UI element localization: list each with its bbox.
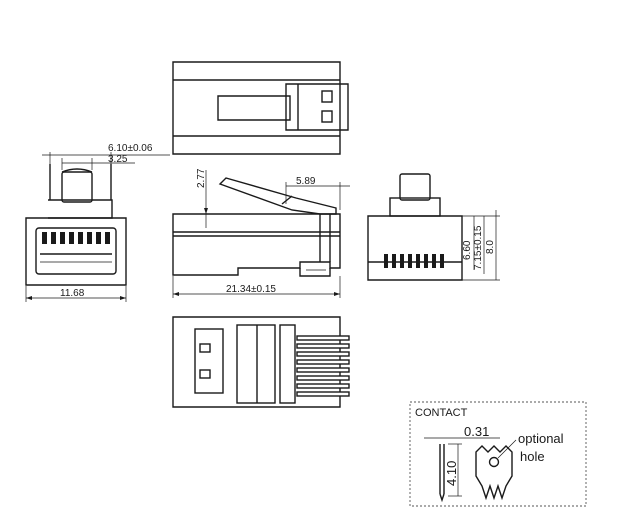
contact-thickness: 0.31 — [464, 424, 489, 439]
contact-height: 4.10 — [444, 461, 459, 486]
dim-total-length: 21.34±0.15 — [226, 284, 276, 295]
dim-latch-height: 2.77 — [196, 168, 207, 188]
bottom-contact-blades — [296, 335, 350, 397]
dim-slot-width: 3.25 — [108, 154, 128, 165]
dim-front-width: 11.68 — [60, 288, 85, 299]
dim-height-a: 6.60 — [462, 240, 473, 260]
dim-top-width: 6.10±0.06 — [108, 143, 153, 154]
end-contact-blades — [384, 254, 444, 268]
dim-latch-length: 5.89 — [296, 176, 316, 187]
contact-note-line2: hole — [520, 449, 545, 464]
contact-title: CONTACT — [415, 407, 468, 419]
contact-note-line1: optional — [518, 431, 564, 446]
contact-detail: CONTACT 0.31 4.10 optional hole — [409, 401, 587, 507]
top-view — [172, 61, 349, 155]
dim-height-b: 7.15±0.15 — [473, 225, 484, 270]
end-view-right: 6.60 7.15±0.15 8.0 — [367, 173, 500, 281]
front-view-left: 6.10±0.06 3.25 11.68 — [25, 143, 170, 302]
front-contact-teeth — [42, 232, 110, 244]
side-view: 2.77 5.89 21.34±0.15 — [172, 168, 350, 298]
bottom-view — [172, 316, 350, 408]
dim-height-c: 8.0 — [485, 240, 496, 254]
